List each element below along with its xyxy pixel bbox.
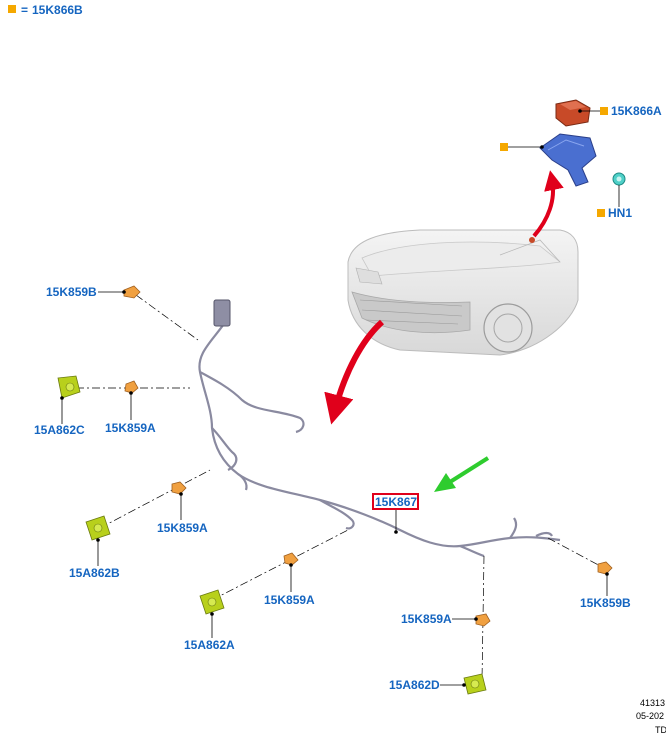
harness-connector — [213, 299, 231, 327]
vehicle-illustration — [347, 229, 579, 356]
callout-sensor-right-bottom: 15K859A — [401, 612, 452, 626]
green-arrow — [434, 456, 490, 492]
sensor-bracket-d — [463, 673, 487, 695]
callout-nut: HN1 — [608, 206, 632, 220]
parking-sensor-3 — [171, 481, 187, 495]
callout-sensor-right: 15K859B — [580, 596, 631, 610]
parking-sensor-2 — [124, 380, 139, 394]
parking-sensor-1 — [123, 285, 141, 299]
callout-sensor-left-top: 15K859B — [46, 285, 97, 299]
callout-bracket-left-2: 15A862B — [69, 566, 120, 580]
parking-aid-module — [555, 99, 591, 127]
callout-bracket-left-3: 15A862A — [184, 638, 235, 652]
parking-sensor-6 — [597, 561, 613, 575]
sensor-bracket-b — [85, 515, 111, 541]
legend-marker-nut — [597, 209, 605, 217]
sensor-bracket-a — [199, 589, 225, 615]
parking-sensor-4 — [283, 552, 299, 566]
footer-code-2: 05-202 — [636, 711, 664, 721]
parking-sensor-5 — [475, 613, 491, 627]
callout-bracket-right-bottom: 15A862D — [389, 678, 440, 692]
callout-bracket-left-top: 15A862C — [34, 423, 85, 437]
callout-module: 15K866A — [611, 104, 662, 118]
callout-sensor-left-4: 15K859A — [264, 593, 315, 607]
legend: = 15K866B — [8, 3, 83, 17]
sensor-bracket-c — [57, 375, 81, 399]
legend-marker-module — [600, 107, 608, 115]
hex-nut — [612, 172, 626, 186]
legend-marker-bracket — [500, 143, 508, 151]
footer-code-3: TD — [655, 725, 666, 735]
callout-harness-main: 15K867 — [375, 495, 417, 509]
callout-sensor-left-2: 15K859A — [105, 421, 156, 435]
red-arrow-down — [324, 319, 385, 425]
callout-sensor-left-3: 15K859A — [157, 521, 208, 535]
highlight-box — [372, 493, 419, 510]
wiring-harness — [198, 317, 561, 558]
legend-marker — [8, 5, 16, 13]
module-bracket — [539, 133, 597, 187]
footer-code-1: 41313 — [640, 698, 665, 708]
legend-part-number: 15K866B — [32, 3, 83, 17]
legend-equals: = — [21, 3, 28, 17]
red-arrow-up — [532, 170, 564, 238]
